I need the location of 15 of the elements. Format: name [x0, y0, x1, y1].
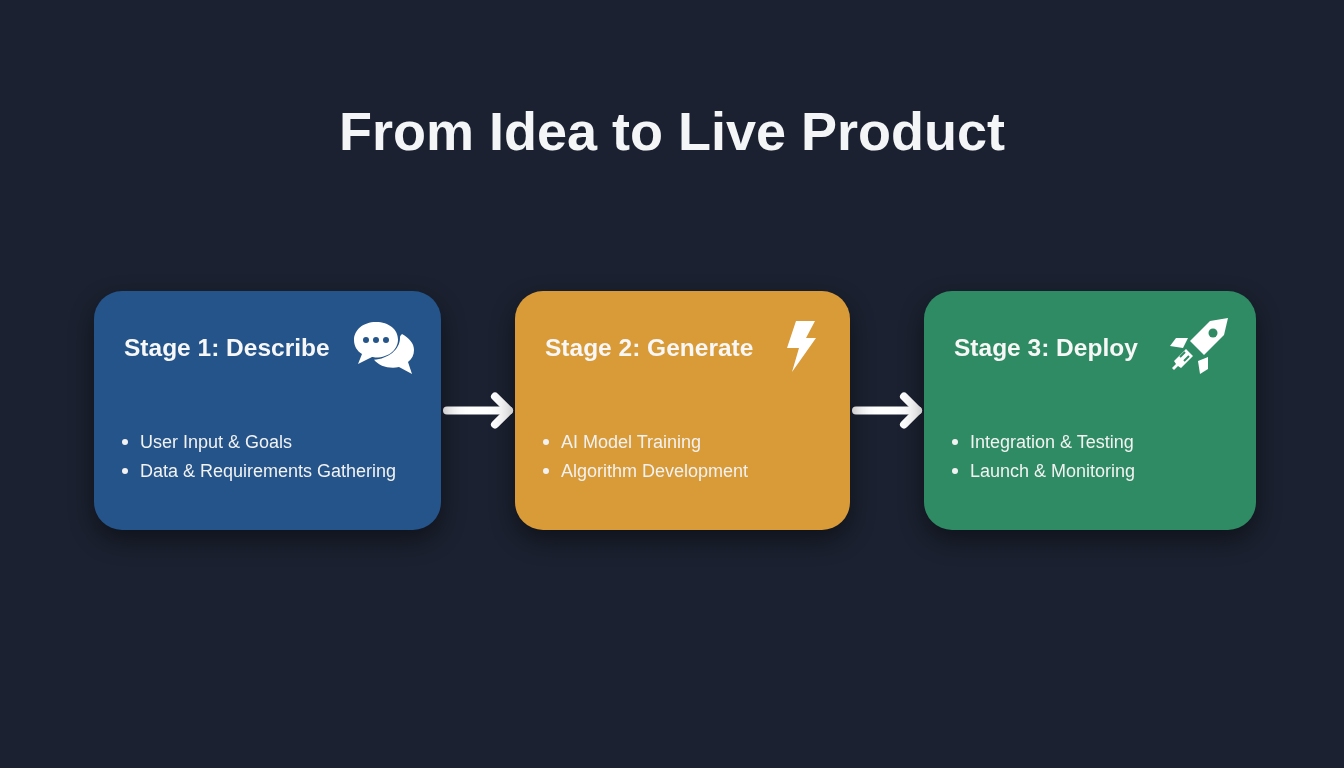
stage-card	[924, 291, 1256, 530]
bullet-item: Data & Requirements Gathering	[140, 460, 397, 482]
stage-heading: Stage 2: Generate	[545, 334, 754, 362]
stage-heading: Stage 1: Describe	[124, 334, 330, 362]
arrow	[443, 392, 513, 429]
bullet-item: Algorithm Development	[561, 460, 749, 482]
arrow	[852, 392, 922, 429]
title: From Idea to Live Product	[338, 100, 1006, 162]
bullet-item: AI Model Training	[561, 431, 702, 453]
bullet-item: Launch & Monitoring	[970, 460, 1136, 482]
stage-card	[515, 291, 850, 530]
stage-card	[94, 291, 441, 530]
bullet-item: User Input & Goals	[140, 431, 293, 453]
stage-heading: Stage 3: Deploy	[954, 334, 1138, 362]
bullet-item: Integration & Testing	[970, 431, 1134, 453]
